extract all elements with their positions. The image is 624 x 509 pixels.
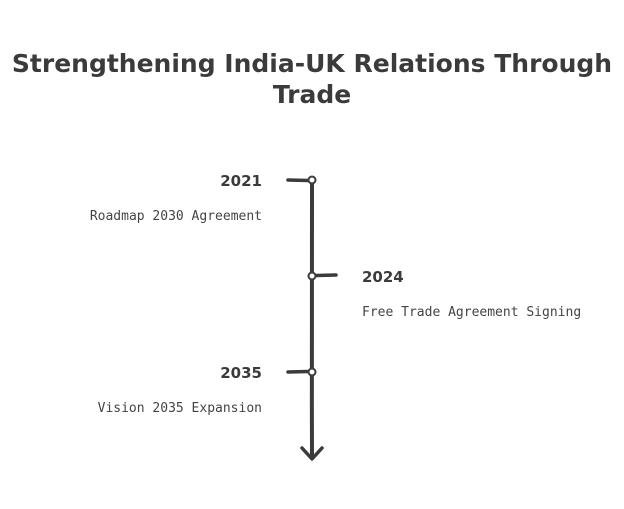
event-marker-2021 — [307, 175, 317, 185]
event-year-2021: 2021 — [220, 172, 262, 190]
event-tick-2021 — [286, 178, 310, 183]
event-marker-2024 — [307, 271, 317, 281]
event-description-2035: Vision 2035 Expansion — [97, 401, 262, 416]
event-tick-2024 — [314, 273, 338, 278]
event-description-2021: Roadmap 2030 Agreement — [89, 209, 262, 224]
timeline-arrow-head-icon — [300, 446, 324, 461]
title-line-1: Strengthening India-UK Relations Through — [11, 49, 613, 78]
event-year-2035: 2035 — [220, 364, 262, 382]
title-line-2: Trade — [272, 80, 352, 109]
event-marker-2035 — [307, 367, 317, 377]
event-description-2024: Free Trade Agreement Signing — [362, 305, 582, 320]
event-year-2024: 2024 — [362, 268, 404, 286]
event-tick-2035 — [286, 369, 310, 374]
diagram-title: Strengthening India-UK Relations Through… — [0, 48, 624, 110]
